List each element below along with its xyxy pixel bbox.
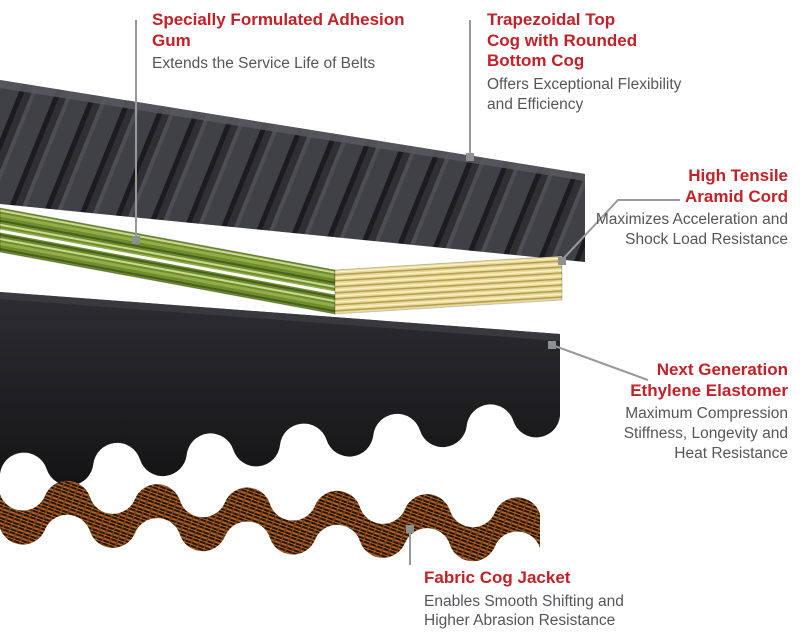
- label-adhesion-gum: Specially Formulated Adhesion Gum Extend…: [152, 10, 437, 74]
- label-fabric-jacket: Fabric Cog Jacket Enables Smooth Shiftin…: [424, 568, 664, 631]
- label-fabric-jacket-title: Fabric Cog Jacket: [424, 568, 571, 587]
- adhesion-gum-cord-highlight: [0, 229, 336, 295]
- label-top-cog-title: Trapezoidal Top Cog with Rounded Bottom …: [487, 10, 638, 71]
- marker-fabric-jacket: [406, 525, 414, 533]
- leader-elastomer: [551, 344, 649, 381]
- top-cog-layer: [0, 80, 585, 262]
- aramid-cord-layer: [334, 255, 563, 315]
- leader-aramid-cord: [561, 199, 680, 261]
- marker-elastomer: [548, 341, 556, 349]
- elastomer-top-edge: [0, 292, 560, 341]
- label-top-cog: Trapezoidal Top Cog with Rounded Bottom …: [487, 10, 702, 115]
- label-top-cog-desc: Offers Exceptional Flexibility and Effic…: [487, 76, 682, 113]
- label-aramid-cord-title: High Tensile Aramid Cord: [685, 166, 788, 206]
- label-elastomer: Next Generation Ethylene Elastomer Maxim…: [548, 360, 788, 463]
- elastomer-layer: [0, 292, 560, 486]
- marker-top-cog: [466, 153, 474, 161]
- top-cog-layer-top-edge: [0, 80, 585, 181]
- fabric-jacket-layer: [0, 480, 540, 562]
- label-elastomer-desc: Maximum Compression Stiffness, Longevity…: [623, 405, 788, 462]
- label-elastomer-title: Next Generation Ethylene Elastomer: [630, 360, 788, 400]
- marker-adhesion-gum: [132, 236, 140, 244]
- label-aramid-cord: High Tensile Aramid Cord Maximizes Accel…: [548, 166, 788, 250]
- label-fabric-jacket-desc: Enables Smooth Shifting and Higher Abras…: [424, 592, 624, 630]
- label-aramid-cord-desc: Maximizes Acceleration and Shock Load Re…: [595, 211, 788, 249]
- marker-aramid-cord: [558, 257, 566, 265]
- label-adhesion-gum-desc: Extends the Service Life of Belts: [152, 55, 376, 73]
- label-adhesion-gum-title: Specially Formulated Adhesion Gum: [152, 10, 405, 50]
